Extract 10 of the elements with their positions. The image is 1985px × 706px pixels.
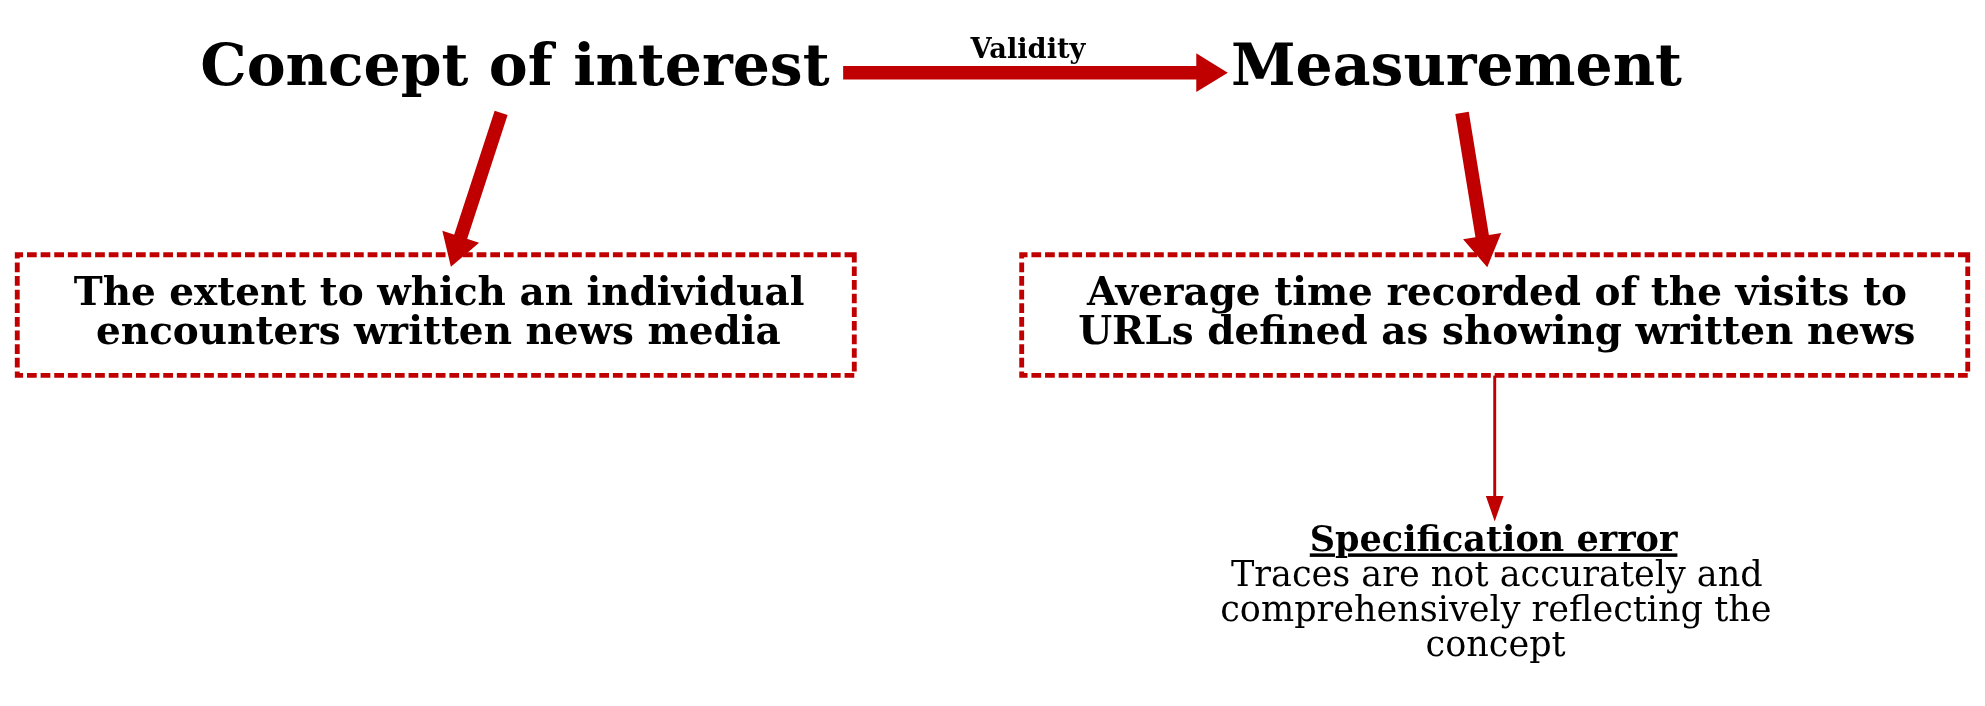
node-box: Average time recorded of the visits to URLs defined as showing written news [1019,252,1971,378]
arrow [843,53,1228,92]
arrow [442,110,508,267]
node-text: Specification error Traces are not accurately and comprehensively reflecting the concept [1220,518,1772,665]
node-text: Measurement [1230,30,1683,100]
arrow [1455,111,1502,268]
node-box: The extent to which an individual encounters written news media [14,252,857,378]
arrow [1485,375,1504,522]
node-text: Concept of interest [200,30,830,100]
edge-label: Validity [970,31,1086,64]
